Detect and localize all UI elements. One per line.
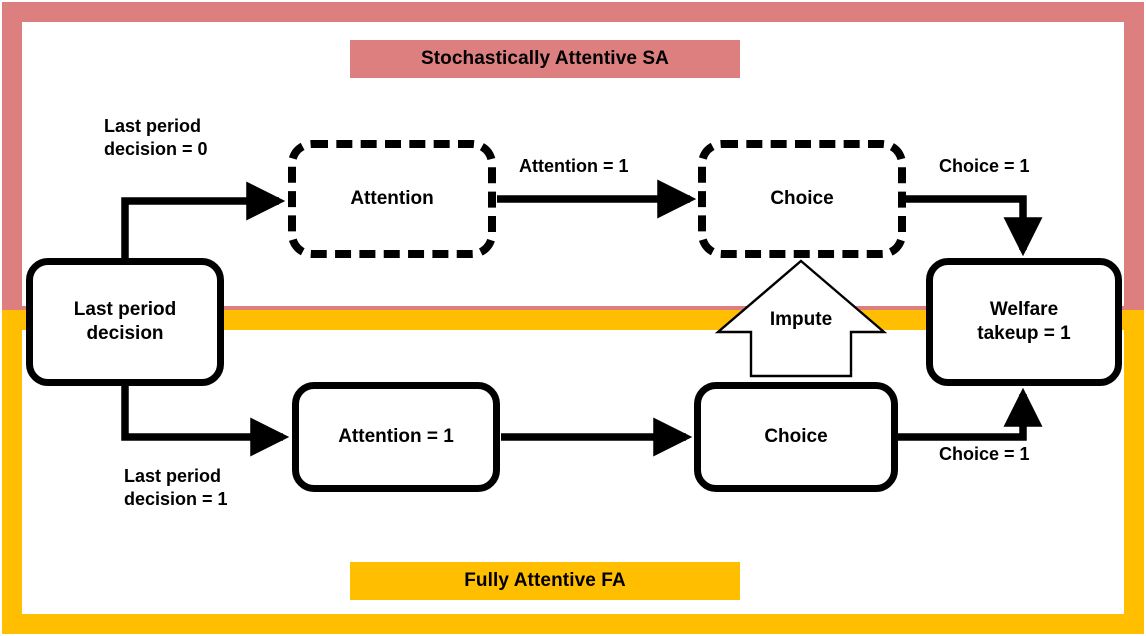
impute-label: Impute (769, 309, 833, 330)
sa-region-frame (2, 2, 1144, 326)
edge-label-choice-1-fa: Choice = 1 (939, 444, 1030, 464)
node-attention-sa[interactable]: Attention (288, 140, 496, 258)
edge-label-attention-1: Attention = 1 (519, 156, 629, 176)
node-attention-fa[interactable]: Attention = 1 (292, 382, 500, 492)
edge-label-last-period-decision-0: Last period decision = 0 (104, 116, 208, 160)
edge-label-choice-1-sa: Choice = 1 (939, 156, 1030, 176)
edge-label-last-period-decision-1: Last period decision = 1 (124, 466, 228, 510)
node-welfare-takeup[interactable]: Welfare takeup = 1 (926, 258, 1122, 386)
fa-region-banner: Fully Attentive FA (350, 562, 740, 600)
node-choice-fa[interactable]: Choice (694, 382, 898, 492)
sa-region-banner: Stochastically Attentive SA (350, 40, 740, 78)
fa-region-frame (2, 310, 1144, 634)
node-choice-sa[interactable]: Choice (698, 140, 906, 258)
node-last-period-decision[interactable]: Last period decision (26, 258, 224, 386)
